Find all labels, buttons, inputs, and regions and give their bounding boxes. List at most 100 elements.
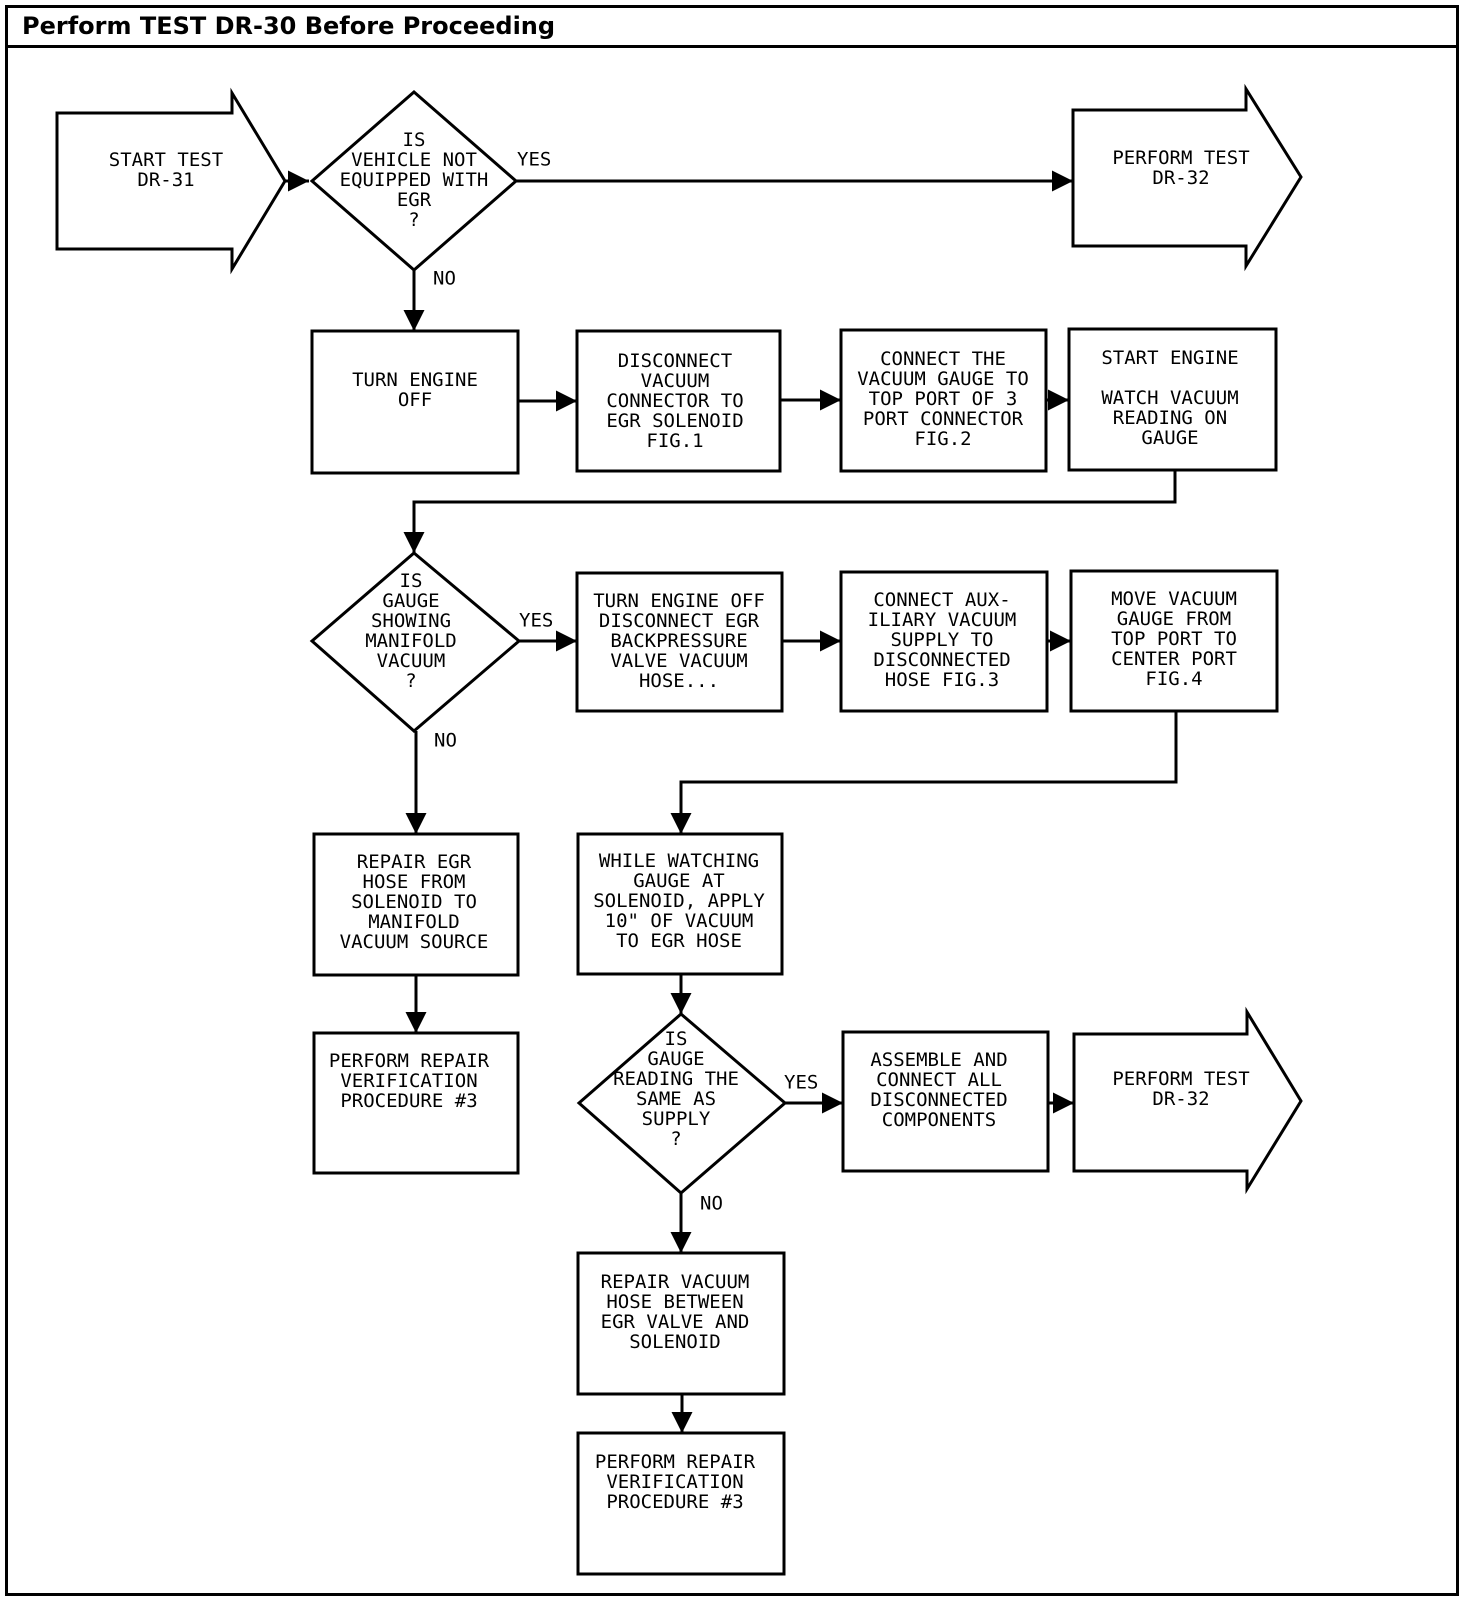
label-line: HOSE BETWEEN bbox=[606, 1291, 743, 1313]
label-line: GAUGE bbox=[647, 1048, 704, 1070]
label-line: TURN ENGINE bbox=[352, 369, 478, 391]
label-line: SOLENOID TO bbox=[351, 891, 477, 913]
label-line: DISCONNECT EGR bbox=[599, 610, 760, 632]
while-watching-box-shape bbox=[576, 832, 784, 976]
d1-yes-label: YES bbox=[517, 149, 551, 171]
label-line: HOSE FROM bbox=[363, 871, 466, 893]
label-line: DR-32 bbox=[1152, 167, 1209, 189]
label-line: PERFORM TEST bbox=[1112, 147, 1249, 169]
label-line: TO EGR HOSE bbox=[616, 930, 742, 952]
label-line: TOP PORT TO bbox=[1111, 628, 1237, 650]
label-line: HOSE... bbox=[639, 670, 719, 692]
label-line: MANIFOLD bbox=[365, 630, 457, 652]
label-line: PERFORM REPAIR bbox=[329, 1050, 490, 1072]
label-line: IS bbox=[400, 570, 423, 592]
label-line: ILIARY VACUUM bbox=[868, 609, 1017, 631]
decision-d3-shape bbox=[576, 1012, 788, 1195]
header-bar: Perform TEST DR-30 Before Proceeding bbox=[8, 8, 1456, 48]
label-line: PROCEDURE #3 bbox=[340, 1090, 477, 1112]
label-line: ASSEMBLE AND bbox=[870, 1049, 1007, 1071]
d1-no-label: NO bbox=[433, 268, 456, 290]
label-line: START ENGINE bbox=[1101, 347, 1238, 369]
perform-repair-verification-2-box-shape bbox=[576, 1431, 786, 1576]
label-line: VALVE VACUUM bbox=[610, 650, 747, 672]
label-line: START TEST bbox=[109, 149, 223, 171]
perform-repair-verification-1-box-shape bbox=[312, 1031, 520, 1175]
label-line: DISCONNECTED bbox=[873, 649, 1010, 671]
perform-dr32-arrow-bottom-shape bbox=[1072, 1006, 1303, 1195]
label-line: CONNECT ALL bbox=[876, 1069, 1002, 1091]
turn-engine-off-box-shape bbox=[310, 329, 520, 475]
label-line: VACUUM bbox=[377, 650, 446, 672]
label-line: PORT CONNECTOR bbox=[863, 408, 1024, 430]
label-line: FIG.1 bbox=[646, 430, 703, 452]
label-line: EGR VALVE AND bbox=[601, 1311, 750, 1333]
label-line: TURN ENGINE OFF bbox=[593, 590, 765, 612]
label-line: READING THE bbox=[613, 1068, 739, 1090]
label-line: DR-31 bbox=[137, 169, 194, 191]
label-line: SOLENOID bbox=[629, 1331, 721, 1353]
label-line: SUPPLY TO bbox=[891, 629, 994, 651]
label-line: SOLENOID, APPLY bbox=[593, 890, 765, 912]
label-line: COMPONENTS bbox=[882, 1109, 996, 1131]
label-line: REPAIR EGR bbox=[357, 851, 472, 873]
label-line: VACUUM GAUGE TO bbox=[857, 368, 1029, 390]
repair-vacuum-hose-box-shape bbox=[576, 1251, 786, 1396]
label-line: CONNECT THE bbox=[880, 348, 1006, 370]
page-title: Perform TEST DR-30 Before Proceeding bbox=[22, 12, 556, 40]
label-line: GAUGE FROM bbox=[1117, 608, 1231, 630]
connect-gauge-box-shape bbox=[839, 328, 1048, 473]
disconnect-vacuum-box-shape bbox=[575, 329, 782, 473]
label-line: VACUUM bbox=[641, 370, 710, 392]
label-line: EQUIPPED WITH bbox=[340, 169, 489, 191]
label-line: FIG.4 bbox=[1145, 668, 1202, 690]
d3-no-label: NO bbox=[700, 1193, 723, 1215]
label-line: DR-32 bbox=[1152, 1088, 1209, 1110]
d2-no-label: NO bbox=[434, 730, 457, 752]
label-line: PROCEDURE #3 bbox=[606, 1491, 743, 1513]
label-line: 10" OF VACUUM bbox=[605, 910, 754, 932]
perform-dr32-arrow-top-shape bbox=[1071, 83, 1303, 272]
label-line: CONNECT AUX- bbox=[873, 589, 1010, 611]
label-line: READING ON bbox=[1113, 407, 1227, 429]
start-engine-box-shape bbox=[1067, 327, 1278, 472]
label-line: ? bbox=[408, 209, 419, 231]
diagram-frame: Perform TEST DR-30 Before Proceeding bbox=[5, 5, 1459, 1596]
label-line: ? bbox=[405, 670, 416, 692]
label-line: SHOWING bbox=[371, 610, 451, 632]
connect-aux-box-shape bbox=[839, 570, 1049, 713]
edge-move-while bbox=[670, 711, 1178, 834]
label-line: MOVE VACUUM bbox=[1111, 588, 1237, 610]
label-line: SUPPLY bbox=[642, 1108, 711, 1130]
label-line: VERIFICATION bbox=[340, 1070, 477, 1092]
label-line: EGR bbox=[397, 189, 432, 211]
label-line: GAUGE AT bbox=[633, 870, 725, 892]
edge-starteng-d2 bbox=[403, 470, 1177, 553]
label-line: PERFORM TEST bbox=[1112, 1068, 1249, 1090]
move-gauge-box-shape bbox=[1069, 569, 1279, 713]
label-line: GAUGE bbox=[382, 590, 439, 612]
label-line: DISCONNECTED bbox=[870, 1089, 1007, 1111]
label-line: REPAIR VACUUM bbox=[601, 1271, 750, 1293]
repair-egr-hose-box-shape bbox=[312, 832, 520, 977]
shapes bbox=[55, 83, 1303, 1576]
label-line: PERFORM REPAIR bbox=[595, 1451, 756, 1473]
d3-yes-label: YES bbox=[784, 1072, 818, 1094]
label-line: EGR SOLENOID bbox=[606, 410, 743, 432]
connectors bbox=[285, 170, 1178, 1433]
label-line: OFF bbox=[398, 389, 432, 411]
